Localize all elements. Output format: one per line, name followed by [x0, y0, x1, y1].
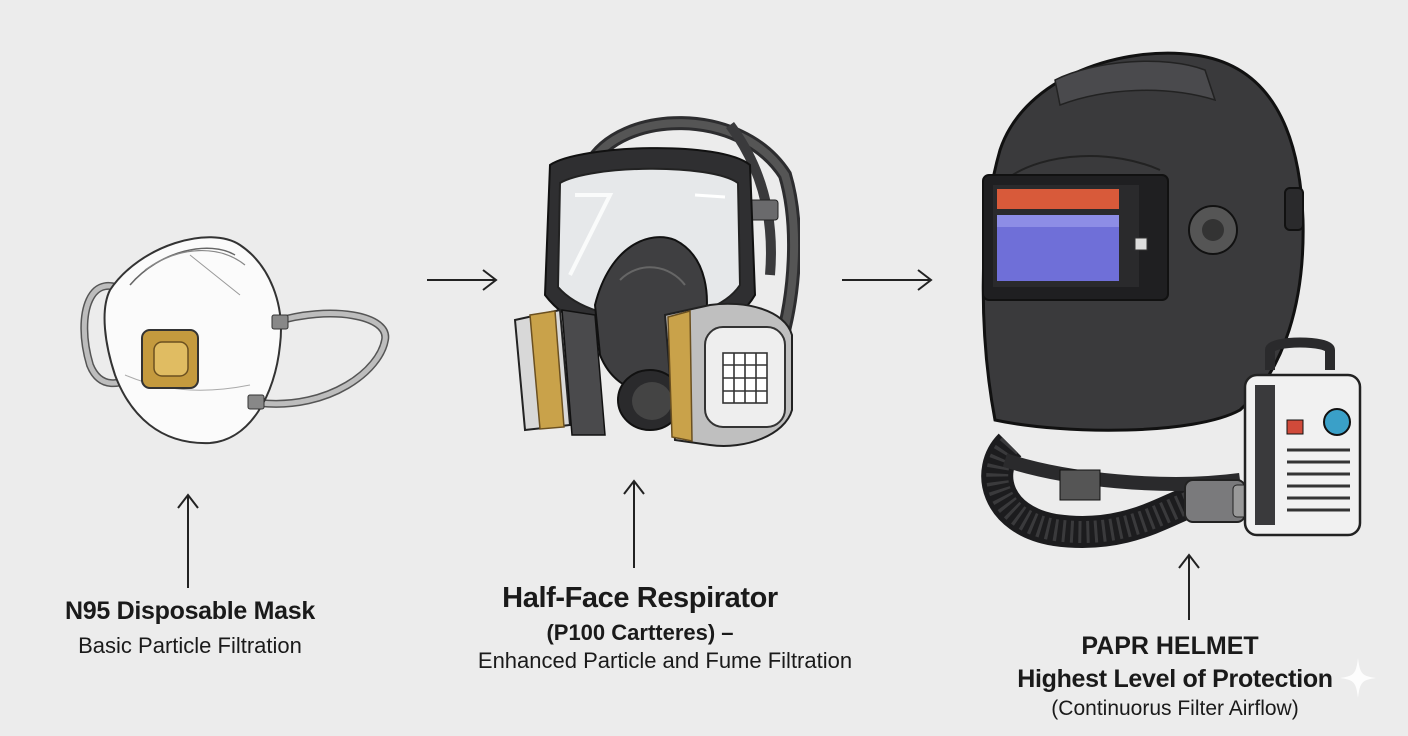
half-face-title: Half-Face Respirator [502, 582, 778, 614]
n95-title: N95 Disposable Mask [65, 597, 315, 625]
half-face-subtitle: (P100 Cartteres) – [546, 620, 734, 645]
n95-subtitle: Basic Particle Filtration [78, 633, 302, 658]
papr-detail: (Continuorus Filter Airflow) [1051, 697, 1299, 720]
sparkle-icon [1340, 658, 1376, 698]
arrow-right-icon [842, 269, 933, 291]
arrow-up-icon [177, 493, 199, 588]
arrow-up-icon [1178, 553, 1200, 620]
papr-helmet-icon [981, 51, 1362, 548]
half-face-detail: Enhanced Particle and Fume Filtration [477, 648, 853, 673]
arrow-up-icon [623, 479, 645, 568]
papr-title: PAPR HELMET [1081, 632, 1259, 660]
n95-mask-icon [80, 236, 390, 445]
arrow-right-icon [427, 269, 498, 291]
half-face-respirator-icon [513, 116, 800, 447]
papr-subtitle: Highest Level of Protection [1017, 665, 1333, 693]
